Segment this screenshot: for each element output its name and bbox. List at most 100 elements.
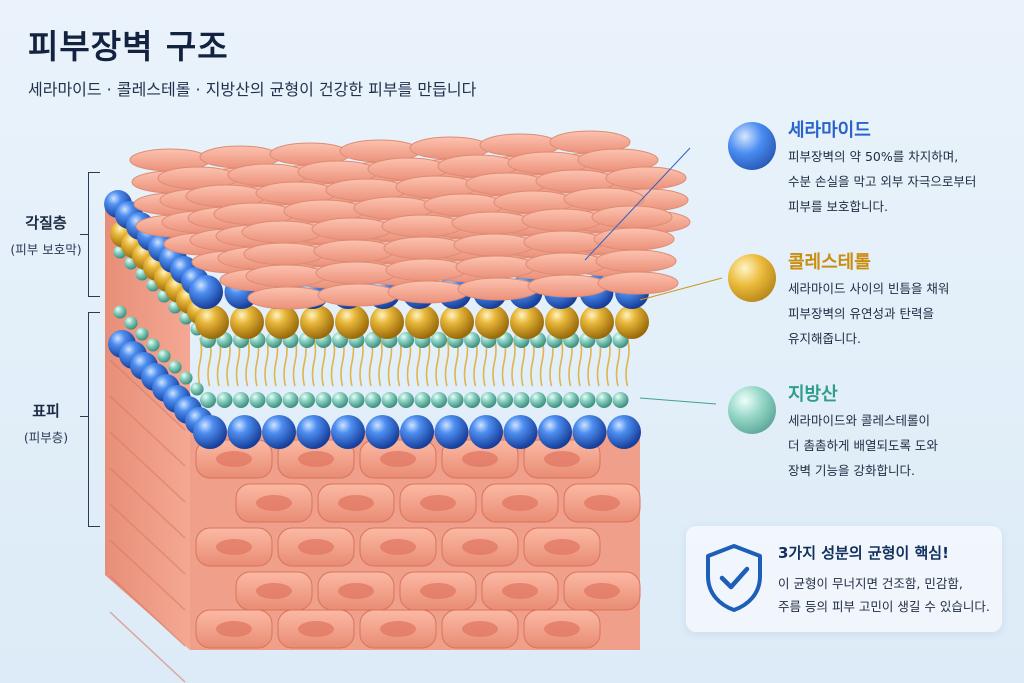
corneocyte-flake (593, 227, 675, 251)
cell-nucleus (544, 539, 580, 555)
cholesterol-row (110, 220, 649, 339)
corneocyte-flake (315, 261, 397, 285)
fatty-acid-sphere (464, 332, 480, 348)
fatty-acid-sphere (530, 392, 546, 408)
fatty-acid-sphere (113, 305, 127, 319)
fatty-acid-sphere (513, 392, 530, 408)
fatty-acid-sphere (146, 338, 160, 352)
ceramide-sphere (469, 415, 503, 449)
fatty-acid-sphere (480, 392, 497, 408)
desc-line: 피부장벽의 유연성과 탄력을 (788, 306, 934, 321)
cell-nucleus (502, 583, 538, 599)
fatty-acid-sphere (233, 392, 249, 408)
balance-callout-card: 3가지 성분의 균형이 핵심! 이 균형이 무너지면 건조함, 민감함, 주름 … (686, 526, 1002, 632)
corneocyte-flake (605, 166, 687, 190)
corneocyte-flake (243, 242, 325, 266)
fatty-acid-sphere (216, 392, 233, 408)
legend-fatty-acid-desc: 세라마이드와 콜레스테롤이 더 촘촘하게 배열되도록 도와 장벽 기능을 강화합… (788, 408, 938, 483)
legend-cholesterol-title: 콜레스테롤 (788, 252, 871, 273)
cholesterol-sphere (475, 305, 509, 339)
shield-check-icon (706, 544, 762, 612)
side-cell-line (109, 503, 186, 575)
side-cell-line (109, 431, 186, 503)
ceramide-row-lower (108, 330, 641, 449)
corneocyte-flake (595, 249, 677, 273)
cell-nucleus (380, 621, 416, 637)
fatty-acid-sphere (447, 392, 464, 408)
lipid-tail (492, 337, 497, 387)
cell-nucleus (298, 539, 334, 555)
stratum-corneum-label: 각질층 (피부 보호막) (0, 212, 92, 258)
lipid-tail (625, 337, 630, 387)
epidermis-bracket (88, 312, 100, 527)
side-cell-line (109, 539, 186, 611)
fatty-acid-sphere (190, 382, 204, 396)
fatty-acid-sphere (179, 371, 193, 385)
callout-title: 3가지 성분의 균형이 핵심! (778, 544, 949, 562)
side-cell-line (109, 611, 186, 683)
cell-nucleus (256, 495, 292, 511)
fatty-acid-sphere (124, 316, 138, 330)
fatty-acid-sphere (266, 392, 282, 408)
cell-nucleus (420, 583, 456, 599)
block-side-face (105, 205, 190, 683)
side-cell-line (109, 395, 186, 467)
cell-nucleus (462, 539, 498, 555)
lipid-tail (577, 337, 583, 387)
desc-line: 유지해줍니다. (788, 331, 861, 346)
corneocyte-flake (521, 208, 603, 232)
cell-nucleus (216, 451, 252, 467)
ceramide-sphere (503, 415, 538, 449)
ceramide-sphere (193, 415, 227, 449)
cholesterol-sphere-icon (728, 254, 776, 302)
cell-nucleus (502, 495, 538, 511)
fatty-acid-sphere (168, 360, 182, 374)
stratum-corneum-title: 각질층 (25, 214, 67, 232)
cell-nucleus (380, 539, 416, 555)
ceramide-sphere (227, 415, 262, 449)
lipid-tail (444, 337, 450, 387)
fatty-acid-sphere (398, 392, 414, 408)
cell-nucleus (462, 621, 498, 637)
cholesterol-sphere (370, 305, 404, 339)
corneocyte-flake (313, 239, 395, 263)
fatty-acid-connector (639, 397, 717, 405)
fatty-acid-sphere-icon (728, 386, 776, 434)
page-subtitle: 세라마이드 · 콜레스테롤 · 지방산의 균형이 건강한 피부를 만듭니다 (28, 80, 477, 99)
cell-nucleus (584, 583, 620, 599)
side-cell-line (109, 575, 186, 647)
fatty-acid-sphere (315, 392, 332, 408)
legend-cholesterol-desc: 세라마이드 사이의 빈틈을 채워 피부장벽의 유연성과 탄력을 유지해줍니다. (788, 276, 949, 351)
ceramide-sphere (365, 415, 400, 449)
cell-nucleus (216, 621, 252, 637)
cell-nucleus (462, 451, 498, 467)
legend-ceramide-title: 세라마이드 (788, 120, 871, 141)
corneocyte-flake (385, 258, 467, 282)
corneocyte-flake (387, 280, 469, 304)
cholesterol-sphere (615, 305, 649, 339)
desc-line: 더 촘촘하게 배열되도록 도와 (788, 438, 938, 453)
epidermis-title: 표피 (32, 402, 60, 420)
desc-line: 장벽 기능을 강화합니다. (788, 463, 915, 478)
desc-line: 세라마이드와 콜레스테롤이 (788, 413, 930, 428)
corneocyte-flake (451, 211, 533, 235)
fatty-acid-sphere (381, 392, 398, 408)
bracket-tick (80, 416, 88, 417)
lipid-tail (311, 337, 317, 387)
fatty-acid-sphere (579, 392, 596, 408)
corneocyte-flake (247, 286, 329, 310)
cholesterol-sphere (510, 305, 544, 339)
stratum-corneum-sub: (피부 보호막) (10, 242, 82, 257)
lipid-tail (558, 337, 564, 387)
legend-fatty-acid-title: 지방산 (788, 384, 838, 405)
cell-nucleus (298, 451, 334, 467)
cholesterol-sphere (195, 305, 229, 339)
epidermis-label: 표피 (피부층) (0, 400, 92, 446)
fatty-acid-sphere (282, 392, 299, 408)
corneocyte-flake (317, 283, 399, 307)
fatty-acid-sphere (249, 392, 266, 408)
fatty-acid-sphere (365, 332, 381, 348)
cholesterol-connector (639, 277, 723, 301)
corneocyte-flake (527, 274, 609, 298)
fatty-acid-sphere (563, 392, 579, 408)
